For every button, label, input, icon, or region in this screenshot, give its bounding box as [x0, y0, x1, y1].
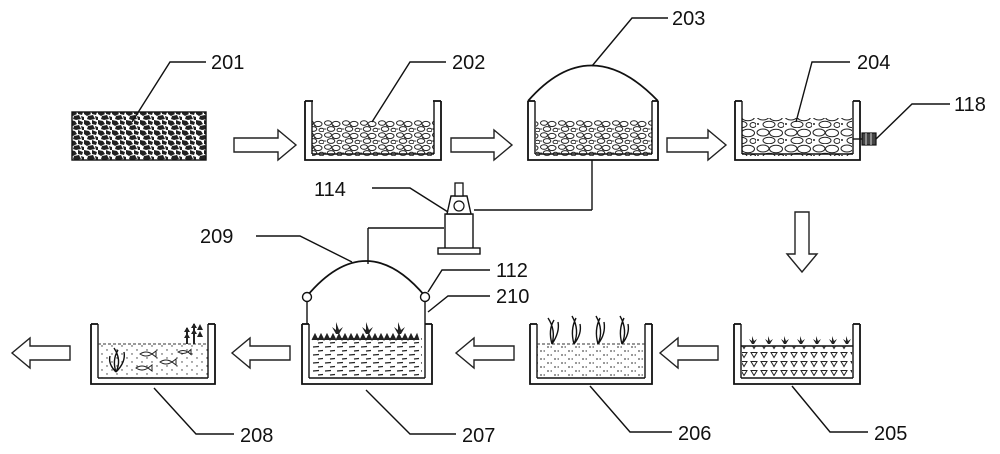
device-114-pump [367, 160, 593, 264]
label-206: 206 [678, 423, 711, 445]
unit-208-pond [90, 323, 216, 385]
label-112: 112 [496, 260, 528, 282]
flow-arrow-6 [454, 336, 515, 370]
label-209: 209 [200, 226, 233, 248]
flow-arrow-5 [658, 336, 719, 370]
leader-118 [875, 103, 950, 140]
leader-206 [589, 385, 672, 433]
label-204: 204 [857, 52, 890, 74]
unit-202-tank [304, 100, 442, 161]
flow-arrow-7 [230, 336, 291, 370]
leader-114 [372, 187, 449, 213]
leader-112 [427, 269, 490, 293]
device-118 [853, 132, 877, 146]
leader-204 [795, 61, 850, 123]
label-207: 207 [462, 425, 495, 447]
leader-208 [153, 387, 234, 435]
leader-201 [131, 61, 206, 123]
flow-arrow-1 [233, 128, 298, 162]
label-210: 210 [496, 286, 529, 308]
flow-arrow-3 [666, 128, 728, 162]
leader-203 [591, 17, 668, 67]
label-203: 203 [672, 8, 705, 30]
label-205: 205 [874, 423, 907, 445]
unit-203-covered-tank [527, 64, 659, 161]
unit-201-raw-material [71, 111, 207, 161]
flow-arrow-2 [450, 128, 514, 162]
leader-207 [365, 389, 456, 435]
leader-205 [791, 385, 868, 433]
unit-205-tank [733, 323, 861, 385]
unit-207-greenhouse-tank [301, 260, 433, 385]
label-118: 118 [954, 94, 986, 116]
label-114: 114 [314, 179, 346, 201]
label-201: 201 [211, 52, 244, 74]
label-208: 208 [240, 425, 273, 447]
flow-arrow-8 [10, 336, 71, 370]
leader-202 [371, 61, 446, 123]
unit-204-tank [734, 100, 861, 161]
leader-209 [256, 235, 353, 263]
leader-210 [427, 295, 490, 313]
label-202: 202 [452, 52, 485, 74]
flow-arrow-4 [785, 211, 819, 274]
unit-206-tank [529, 315, 653, 385]
